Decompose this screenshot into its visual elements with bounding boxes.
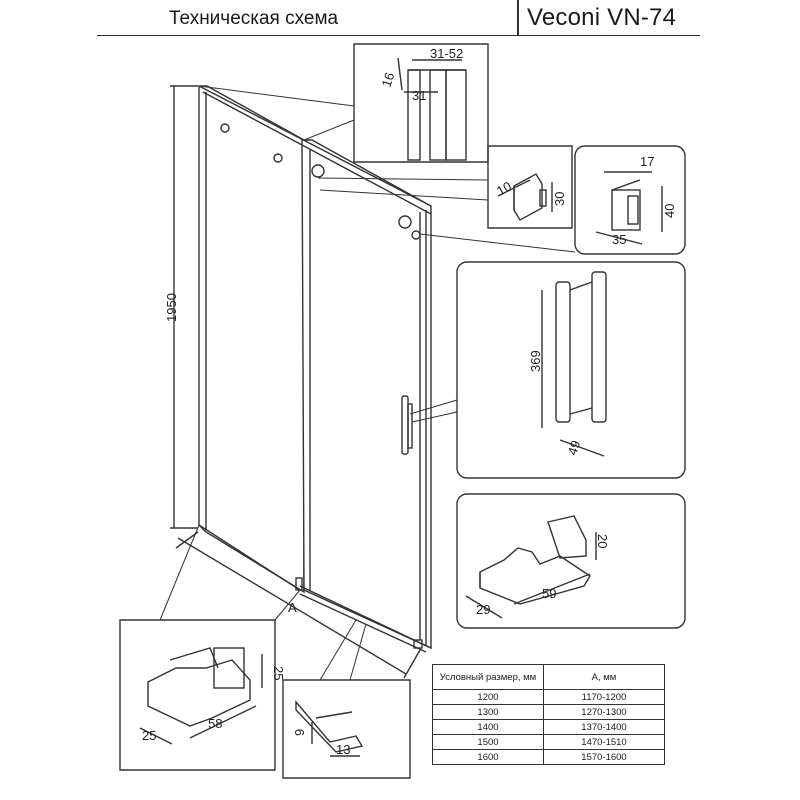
handle-depth-label: 49 xyxy=(565,439,584,457)
guide-length-label: 58 xyxy=(208,716,222,731)
guide-width-label: 25 xyxy=(142,728,156,743)
profile-detail-frame xyxy=(353,43,489,163)
height-dimension xyxy=(170,85,198,529)
table-cell-size: 1600 xyxy=(432,749,544,765)
bracket-height-label: 40 xyxy=(662,204,677,218)
table-cell-size: 1300 xyxy=(432,704,544,720)
profile-depth-label: 16 xyxy=(379,71,398,89)
table-cell-a: 1370-1400 xyxy=(543,719,665,735)
model-name: Veconi VN-74 xyxy=(527,4,677,31)
table-header-a: А, мм xyxy=(543,664,665,690)
stopper-length-label: 59 xyxy=(542,586,556,601)
roller-detail xyxy=(497,173,553,221)
table-cell-size: 1400 xyxy=(432,719,544,735)
profile-detail xyxy=(397,57,467,161)
seal-detail xyxy=(295,700,364,757)
bracket-top-label: 17 xyxy=(640,154,654,169)
shower-door-drawing xyxy=(198,85,432,653)
seal-width-label: 13 xyxy=(336,742,350,757)
handle-height-label: 369 xyxy=(528,350,543,372)
stopper-detail-frame xyxy=(456,493,686,629)
table-cell-size: 1500 xyxy=(432,734,544,750)
bracket-detail-frame xyxy=(574,145,686,255)
table-cell-a: 1170-1200 xyxy=(543,689,665,705)
handle-detail-frame xyxy=(456,261,686,479)
table-header-size: Условный размер, мм xyxy=(432,664,544,690)
seal-height-label: 9 xyxy=(292,729,307,736)
width-dimension xyxy=(175,531,421,679)
table-cell-a: 1470-1510 xyxy=(543,734,665,750)
table-cell-size: 1200 xyxy=(432,689,544,705)
header-bar: Техническая схема Veconi VN-74 xyxy=(97,0,700,36)
roller-detail-frame xyxy=(487,145,573,229)
page-title: Техническая схема xyxy=(169,8,339,29)
stopper-detail xyxy=(465,515,597,619)
roller-height-label: 30 xyxy=(552,192,567,206)
profile-width-label: 31 xyxy=(412,88,426,103)
handle-detail xyxy=(541,271,607,457)
roller-depth-label: 10 xyxy=(494,178,514,198)
leader-lines xyxy=(159,85,576,681)
profile-width-range-label: 31-52 xyxy=(430,46,463,61)
guide-detail xyxy=(139,647,263,745)
width-a-label: A xyxy=(288,600,297,615)
stopper-width-label: 29 xyxy=(476,602,490,617)
height-label: 1950 xyxy=(164,293,179,322)
table-cell-a: 1570-1600 xyxy=(543,749,665,765)
stopper-height-label: 20 xyxy=(595,534,610,548)
table-cell-a: 1270-1300 xyxy=(543,704,665,720)
bracket-width-label: 35 xyxy=(612,232,626,247)
bracket-detail xyxy=(595,171,663,245)
header-divider xyxy=(517,0,519,35)
guide-detail-frame xyxy=(119,619,276,771)
seal-detail-frame xyxy=(282,679,411,779)
guide-height-label: 25 xyxy=(271,666,286,680)
